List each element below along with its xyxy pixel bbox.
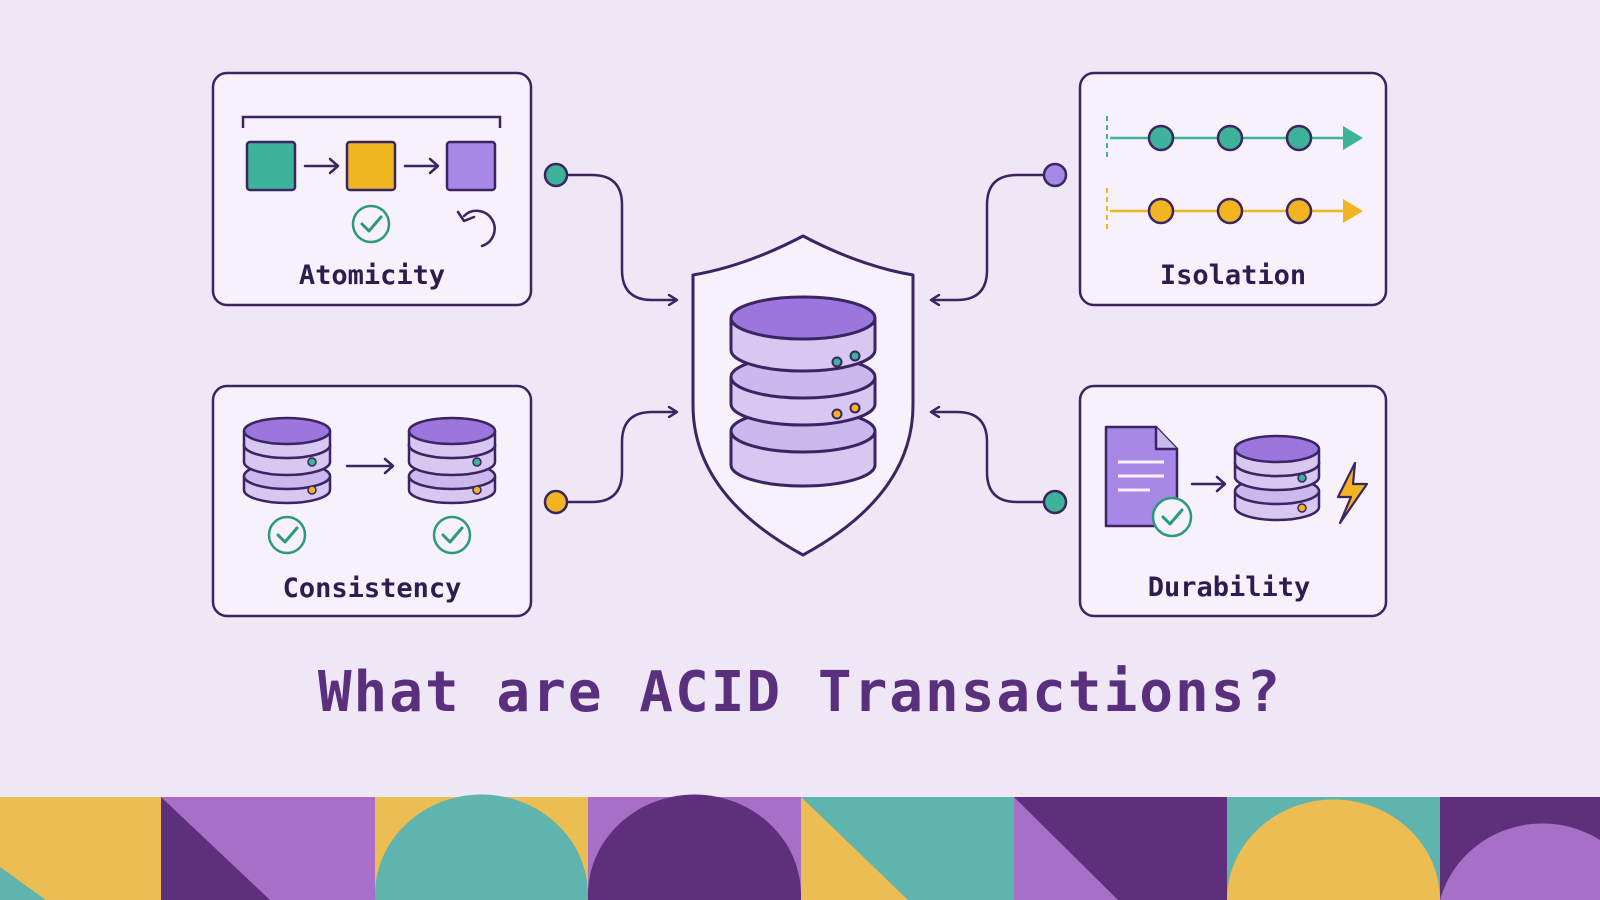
connector-node-consistency	[543, 489, 569, 515]
card-label-isolation: Isolation	[1160, 260, 1306, 291]
connector-node-isolation	[1042, 162, 1068, 188]
document-icon	[1104, 425, 1179, 528]
check-icon	[1151, 496, 1193, 538]
arrow-icon	[403, 157, 440, 175]
card-atomicity: Atomicity	[211, 71, 533, 307]
step-block-purple	[445, 140, 497, 192]
database-icon	[407, 416, 497, 505]
check-icon	[267, 515, 307, 555]
card-label-durability: Durability	[1148, 572, 1311, 603]
step-block-teal	[245, 140, 297, 192]
card-consistency: Consistency	[211, 384, 533, 618]
connector-node-atomicity	[543, 162, 569, 188]
connector-isolation	[932, 173, 1055, 300]
database-icon	[729, 295, 877, 488]
timeline-icon-teal	[1106, 116, 1363, 160]
connectors	[556, 173, 1055, 504]
page-title: What are ACID Transactions?	[317, 660, 1283, 725]
timeline-icon-yellow	[1106, 188, 1363, 232]
decorative-band	[0, 794, 1600, 900]
arrow-icon	[303, 157, 340, 175]
card-label-consistency: Consistency	[283, 573, 462, 604]
database-icon	[1233, 434, 1321, 522]
arrow-icon	[345, 457, 395, 475]
connector-node-durability	[1042, 489, 1068, 515]
check-icon	[351, 204, 391, 244]
card-isolation: Isolation	[1078, 71, 1388, 307]
check-icon	[432, 515, 472, 555]
connector-consistency	[556, 412, 676, 504]
card-label-atomicity: Atomicity	[299, 260, 445, 291]
arrow-icon	[1190, 475, 1227, 493]
lightning-icon	[1336, 461, 1369, 525]
connector-atomicity	[556, 173, 676, 300]
database-icon	[242, 416, 332, 505]
step-block-yellow	[345, 140, 397, 192]
undo-icon	[456, 209, 496, 248]
connector-durability	[932, 412, 1055, 504]
card-durability: Durability	[1078, 384, 1388, 618]
bracket	[241, 115, 502, 128]
